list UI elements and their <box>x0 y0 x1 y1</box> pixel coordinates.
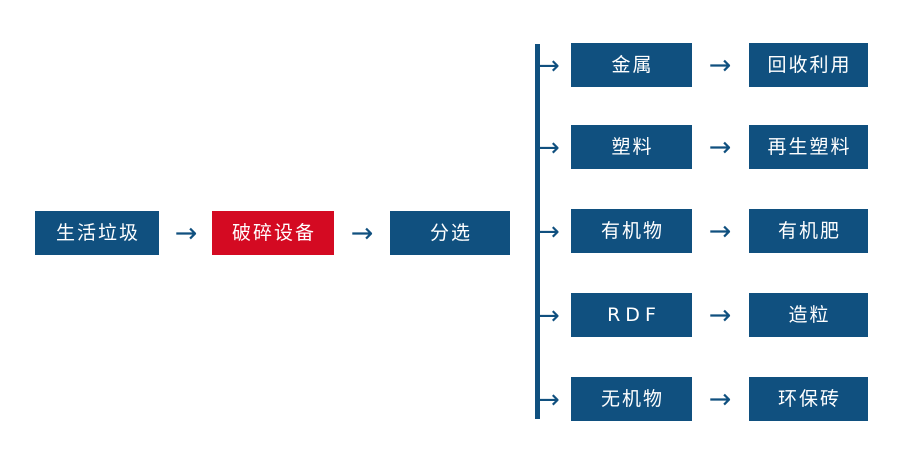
node-product-1[interactable]: 回收利用 <box>749 43 868 87</box>
arrow-material-1-to-product-1-icon: → <box>708 49 732 81</box>
trunk-vertical-line <box>535 44 540 419</box>
node-material-3[interactable]: 有机物 <box>571 209 692 253</box>
node-product-3[interactable]: 有机肥 <box>749 209 868 253</box>
node-sorting[interactable]: 分选 <box>390 211 510 255</box>
arrow-material-2-to-product-2-icon: → <box>708 131 732 163</box>
node-material-1[interactable]: 金属 <box>571 43 692 87</box>
branch-arrow-3-icon: → <box>538 217 560 247</box>
arrow-material-5-to-product-5-icon: → <box>708 383 732 415</box>
node-crushing-equipment[interactable]: 破碎设备 <box>212 211 334 255</box>
node-material-4[interactable]: RDF <box>571 293 692 337</box>
node-material-5[interactable]: 无机物 <box>571 377 692 421</box>
node-product-5[interactable]: 环保砖 <box>749 377 868 421</box>
arrow-waste-to-crusher-icon: → <box>174 217 198 249</box>
node-product-4[interactable]: 造粒 <box>749 293 868 337</box>
branch-arrow-4-icon: → <box>538 301 560 331</box>
arrow-crusher-to-sorting-icon: → <box>350 217 374 249</box>
node-domestic-waste[interactable]: 生活垃圾 <box>35 211 159 255</box>
node-product-2[interactable]: 再生塑料 <box>749 125 868 169</box>
node-material-2[interactable]: 塑料 <box>571 125 692 169</box>
branch-arrow-5-icon: → <box>538 385 560 415</box>
arrow-material-3-to-product-3-icon: → <box>708 215 732 247</box>
arrow-material-4-to-product-4-icon: → <box>708 299 732 331</box>
branch-arrow-2-icon: → <box>538 133 560 163</box>
branch-arrow-1-icon: → <box>538 51 560 81</box>
